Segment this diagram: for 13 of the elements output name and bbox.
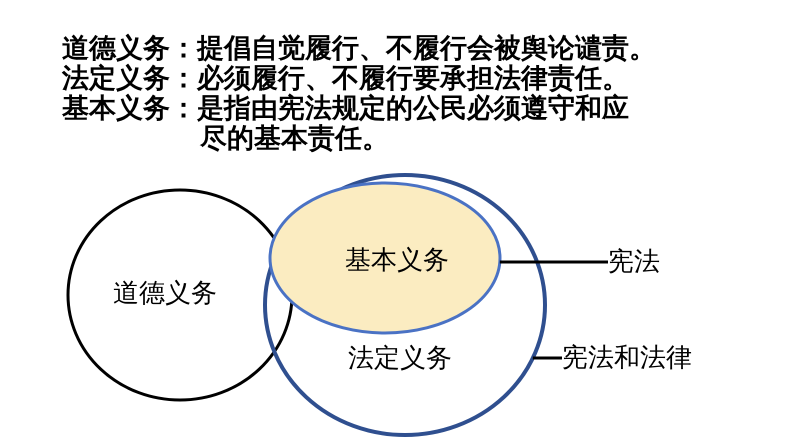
- node-label: 宪法: [608, 247, 660, 277]
- ellipse: [65, 187, 295, 403]
- node-label: 道德义务: [113, 278, 217, 310]
- node-label: 宪法和法律: [562, 343, 692, 373]
- connector-line: [500, 260, 608, 264]
- definition-text: 基本义务：是指由宪法规定的公民必须遵守和应尽的基本责任。: [62, 94, 630, 154]
- node-label: 基本义务: [345, 244, 449, 278]
- definition-text: 法定义务：必须履行、不履行要承担法律责任。: [62, 64, 630, 94]
- ellipse: [267, 180, 503, 336]
- node-label: 法定义务: [348, 342, 452, 376]
- definition-text: 道德义务：提倡自觉履行、不履行会被舆论谴责。: [62, 34, 656, 64]
- ellipse: [261, 171, 549, 439]
- connector-line: [532, 356, 562, 360]
